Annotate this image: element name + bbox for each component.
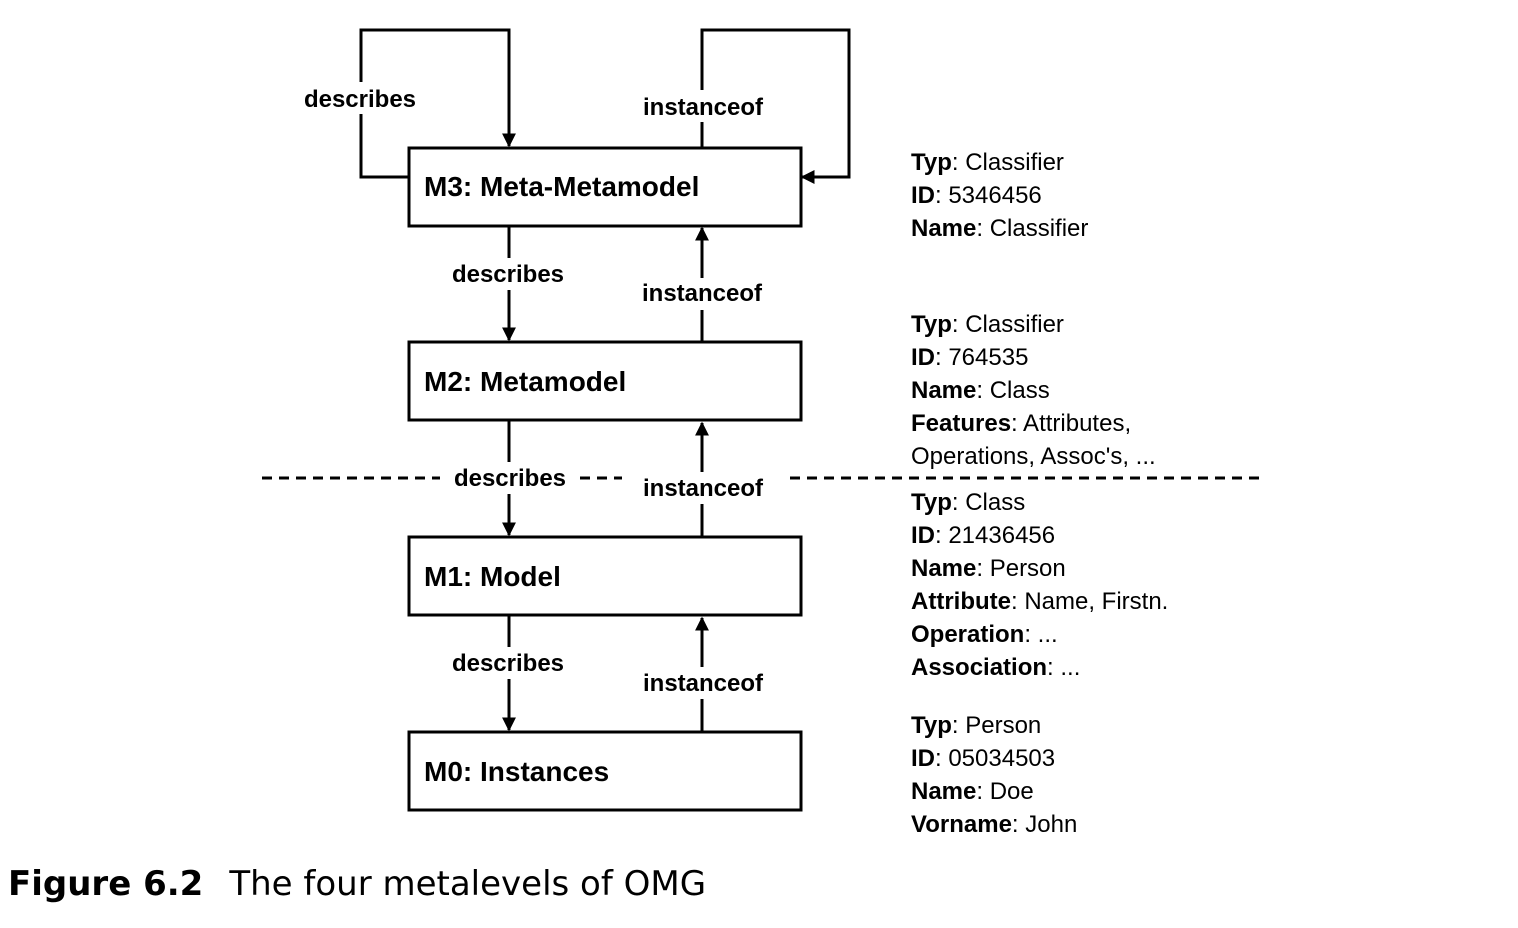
m3-properties: Typ: Classifier ID: 5346456 Name: Classi… bbox=[911, 146, 1088, 245]
m2-m3-instanceof-label-bg bbox=[630, 278, 774, 310]
property-row: Association: ... bbox=[911, 654, 1081, 681]
property-row: Operation: ... bbox=[911, 621, 1058, 648]
m1-m2-instanceof-label-bg bbox=[630, 472, 776, 504]
m2-m1-describes-label-bg bbox=[442, 462, 580, 494]
m3-self-describes-label-bg bbox=[293, 82, 429, 114]
m2-box bbox=[407, 340, 803, 422]
m3-self-describes-arrow bbox=[359, 28, 516, 179]
figure-caption: Figure 6.2 The four metalevels of OMG bbox=[8, 864, 706, 904]
m2-box-label: M2: Metamodel bbox=[424, 366, 626, 397]
m3-box-label: M3: Meta-Metamodel bbox=[424, 171, 699, 202]
m3-m2-describes-label: describes bbox=[452, 261, 564, 288]
property-row: Typ: Class bbox=[911, 489, 1026, 516]
property-row: Features: Attributes, bbox=[911, 410, 1132, 437]
m3-box bbox=[407, 146, 803, 228]
m1-m0-describes-label: describes bbox=[452, 650, 564, 677]
figure-title: The four metalevels of OMG bbox=[229, 864, 707, 904]
m0-box-label: M0: Instances bbox=[424, 756, 609, 787]
m2-properties: Typ: Classifier ID: 764535 Name: Class F… bbox=[911, 308, 1156, 473]
property-row: Typ: Person bbox=[911, 712, 1042, 739]
m2-m3-instanceof-label: instanceof bbox=[642, 280, 763, 307]
m3-self-instanceof-arrow bbox=[700, 28, 851, 184]
m0-m1-instanceof-label: instanceof bbox=[643, 670, 764, 697]
property-row: Operations, Assoc's, ... bbox=[911, 443, 1156, 470]
m1-box bbox=[407, 535, 803, 617]
m3-self-instanceof-label-bg bbox=[632, 90, 774, 122]
m2-m1-describes-label: describes bbox=[454, 465, 566, 492]
property-row: Name: Class bbox=[911, 377, 1050, 404]
m1-box-label: M1: Model bbox=[424, 561, 561, 592]
m1-m0-describes-label-bg bbox=[440, 647, 578, 679]
property-row: Typ: Classifier bbox=[911, 149, 1064, 176]
m0-properties: Typ: Person ID: 05034503 Name: Doe Vorna… bbox=[911, 709, 1077, 841]
property-row: Typ: Classifier bbox=[911, 311, 1064, 338]
property-row: ID: 21436456 bbox=[911, 522, 1056, 549]
property-row: Name: Classifier bbox=[911, 215, 1089, 242]
m1-properties: Typ: Class ID: 21436456 Name: Person Att… bbox=[911, 486, 1168, 684]
property-row: Attribute: Name, Firstn. bbox=[911, 588, 1169, 615]
m3-self-describes-label: describes bbox=[304, 86, 416, 113]
property-row: Vorname: John bbox=[911, 811, 1078, 838]
property-row: ID: 764535 bbox=[911, 344, 1029, 371]
property-row: ID: 05034503 bbox=[911, 745, 1056, 772]
m3-self-instanceof-label: instanceof bbox=[643, 94, 764, 121]
m3-m2-describes-label-bg bbox=[440, 258, 578, 290]
figure-number: Figure 6.2 bbox=[8, 864, 204, 904]
property-row: Name: Person bbox=[911, 555, 1066, 582]
m0-box bbox=[407, 730, 803, 812]
m1-m2-instanceof-label: instanceof bbox=[643, 475, 764, 502]
property-row: Name: Doe bbox=[911, 778, 1034, 805]
m0-m1-instanceof-label-bg bbox=[630, 667, 776, 699]
property-row: ID: 5346456 bbox=[911, 182, 1042, 209]
